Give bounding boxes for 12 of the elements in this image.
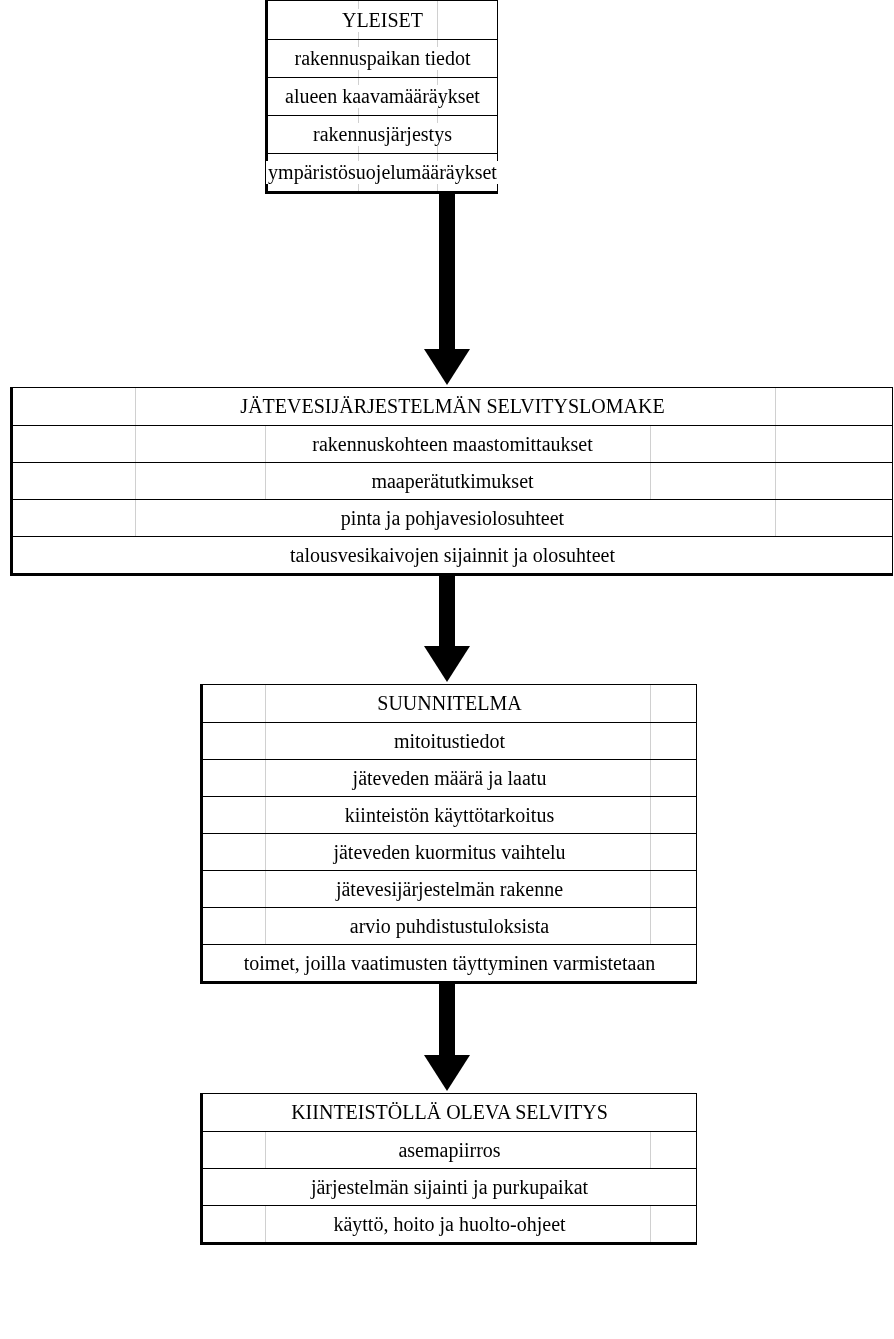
table-box <box>200 1093 697 1245</box>
down-arrow <box>424 984 470 1091</box>
down-arrow <box>424 576 470 682</box>
list-item: rakennuspaikan tiedot <box>292 47 473 70</box>
table-heading: YLEISET <box>339 8 426 32</box>
table-box <box>10 387 893 576</box>
down-arrow <box>424 194 470 385</box>
list-item: ympäristösuojelumääräykset <box>266 161 499 184</box>
list-item: rakennusjärjestys <box>311 123 454 146</box>
table-box <box>265 0 498 194</box>
table-box <box>200 684 697 984</box>
list-item: alueen kaavamääräykset <box>283 85 482 108</box>
